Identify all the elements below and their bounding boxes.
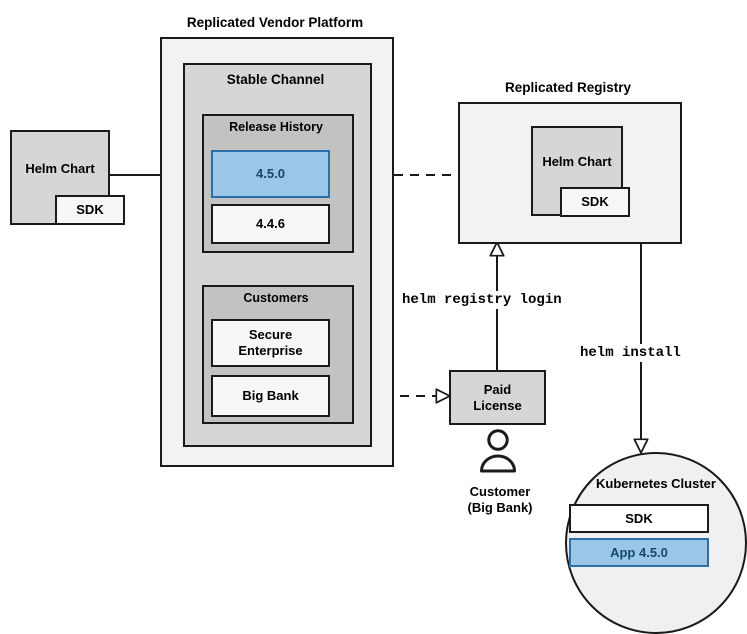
person-icon xyxy=(480,429,516,473)
customers-title: Customers xyxy=(243,291,309,305)
kubernetes-cluster-title: Kubernetes Cluster xyxy=(596,476,716,491)
cluster-item-sdk-label: SDK xyxy=(625,510,653,526)
customer-secure-enterprise-label: Secure Enterprise xyxy=(238,327,303,358)
platform-title: Replicated Vendor Platform xyxy=(186,15,364,30)
release-history-title: Release History xyxy=(229,120,323,134)
customer-big-bank[interactable]: Big Bank xyxy=(211,375,330,417)
command-helm-install: helm install xyxy=(576,344,685,362)
registry-helm-chart[interactable]: Helm Chart xyxy=(531,126,623,216)
stable-channel-title: Stable Channel xyxy=(226,72,325,87)
helm-chart-source-label: Helm Chart xyxy=(25,160,95,176)
release-4-4-6[interactable]: 4.4.6 xyxy=(211,204,330,244)
registry-sdk-label: SDK xyxy=(581,194,609,210)
release-4-5-0[interactable]: 4.5.0 xyxy=(211,150,330,198)
paid-license-label: Paid License xyxy=(473,381,522,413)
release-4-4-6-label: 4.4.6 xyxy=(256,216,285,232)
registry-title: Replicated Registry xyxy=(504,80,632,95)
command-helm-registry-login: helm registry login xyxy=(398,291,566,309)
registry-helm-chart-label: Helm Chart xyxy=(542,154,612,170)
cluster-item-sdk[interactable]: SDK xyxy=(569,504,709,533)
release-4-5-0-label: 4.5.0 xyxy=(256,166,285,182)
helm-chart-source-sdk[interactable]: SDK xyxy=(55,195,125,225)
helm-chart-source-sdk-label: SDK xyxy=(76,202,104,218)
cluster-item-app-label: App 4.5.0 xyxy=(610,544,668,560)
paid-license[interactable]: Paid License xyxy=(449,370,546,425)
customer-secure-enterprise[interactable]: Secure Enterprise xyxy=(211,319,330,367)
customer-caption: Customer (Big Bank) xyxy=(467,484,533,515)
registry-sdk[interactable]: SDK xyxy=(560,187,630,217)
cluster-item-app[interactable]: App 4.5.0 xyxy=(569,538,709,567)
customer-big-bank-label: Big Bank xyxy=(242,388,299,404)
